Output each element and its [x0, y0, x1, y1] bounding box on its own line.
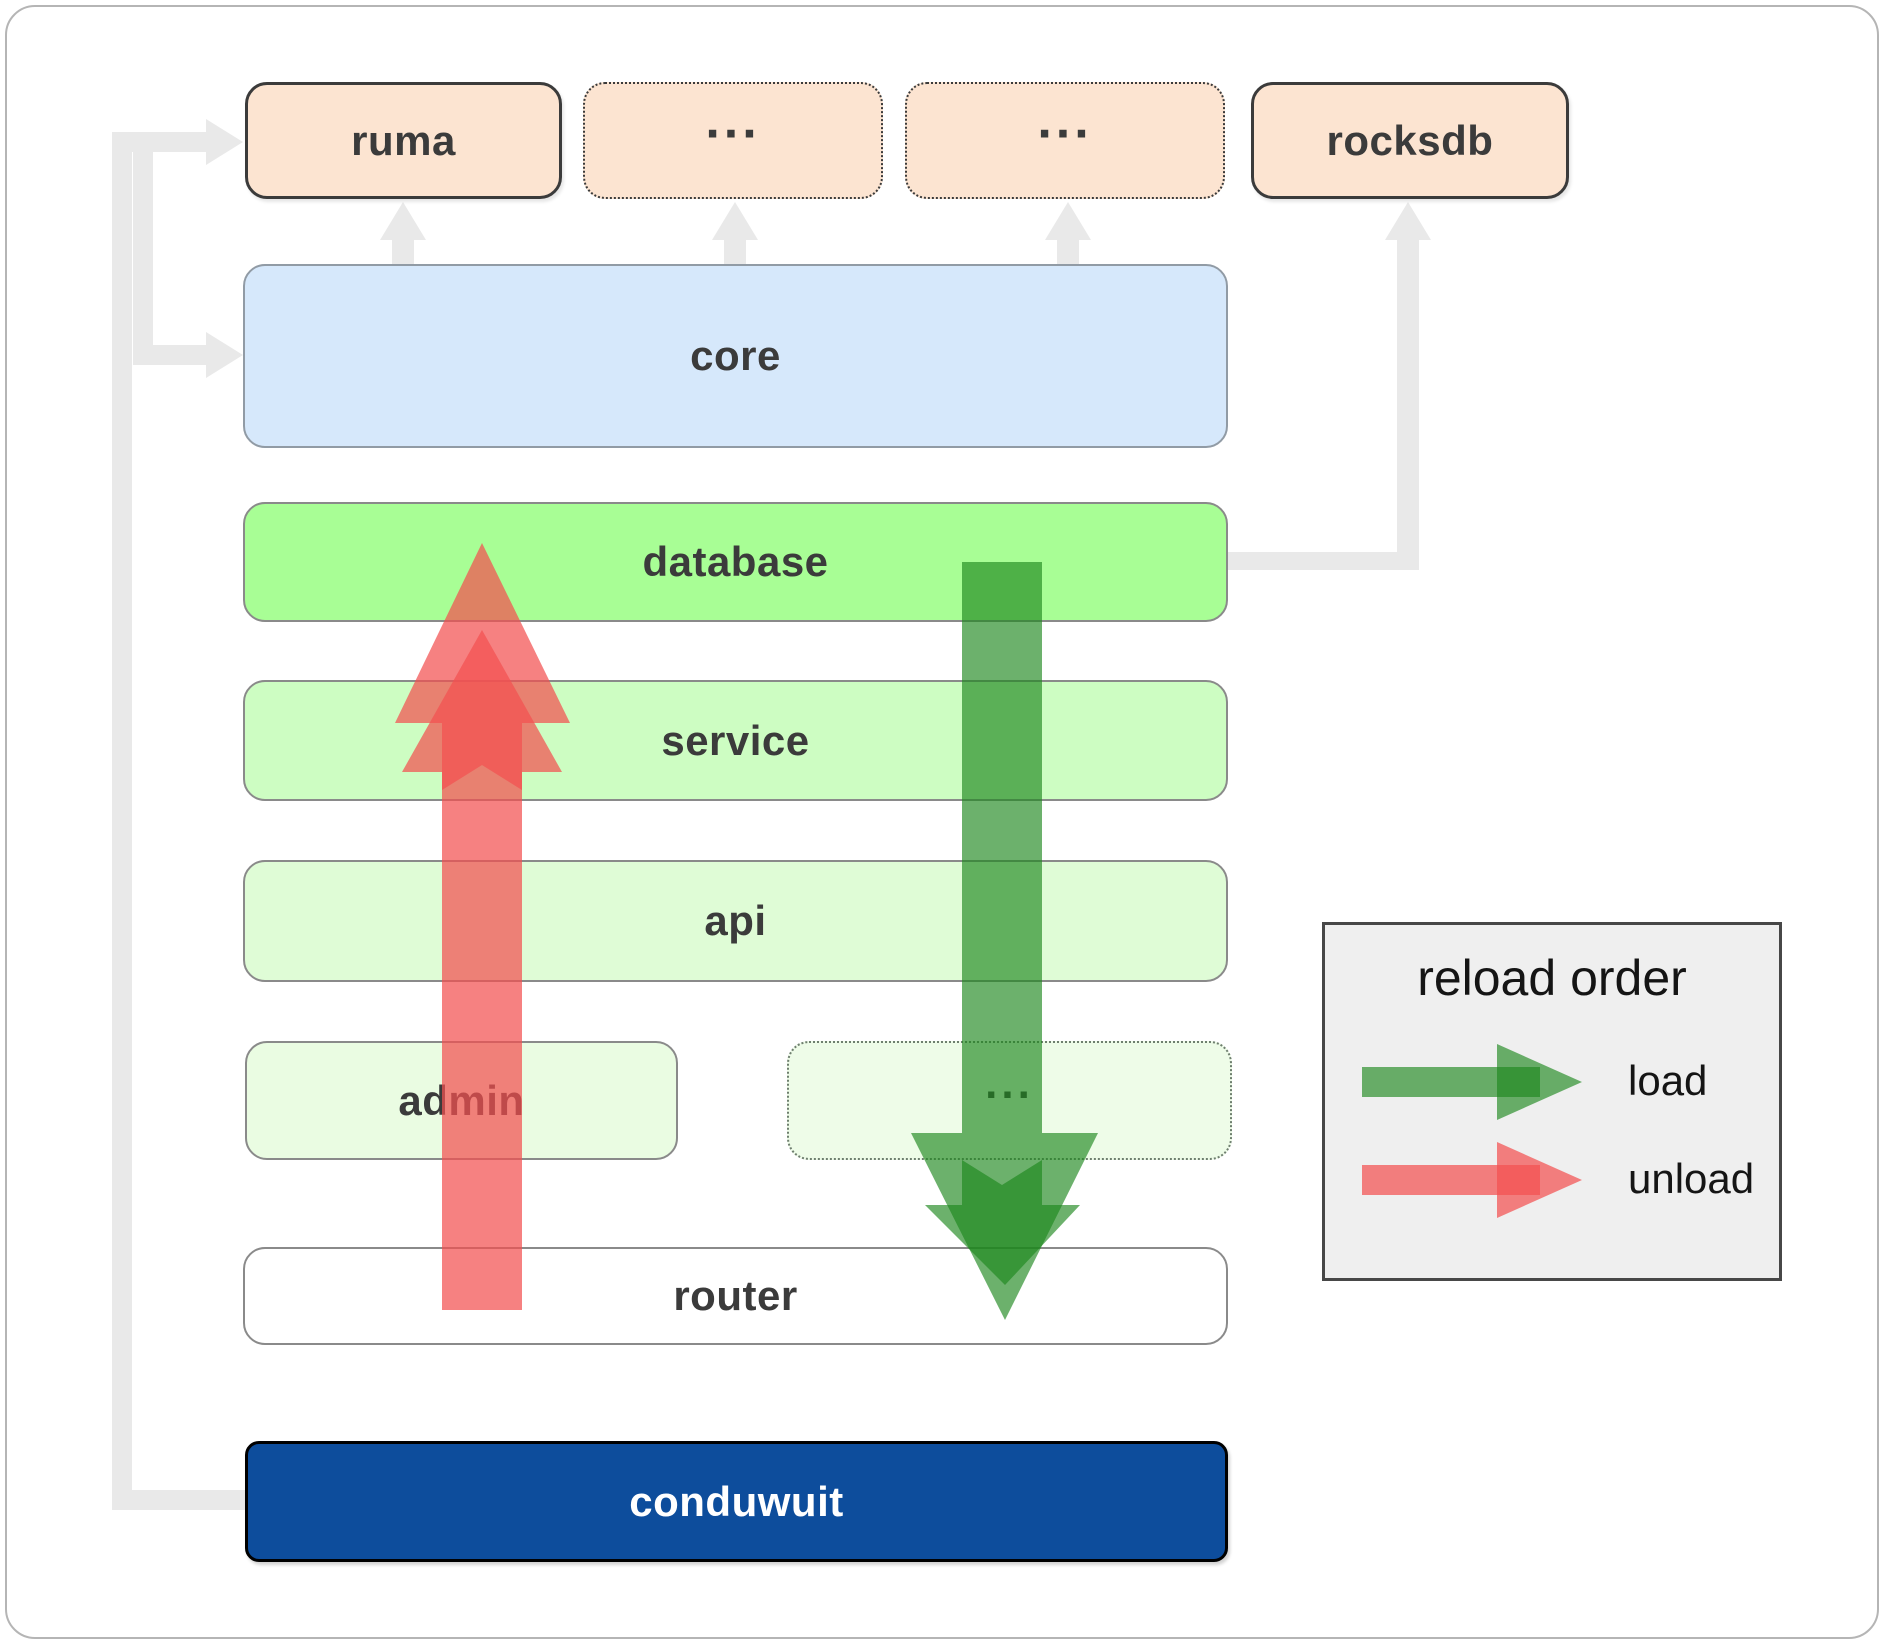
legend-box: reload order load unload: [1322, 922, 1782, 1281]
node-database: database: [243, 502, 1228, 622]
node-router-label: router: [673, 1272, 798, 1319]
node-api-label: api: [704, 897, 767, 944]
node-api: api: [243, 860, 1228, 982]
node-admin: admin: [245, 1041, 678, 1160]
node-ruma-label: ruma: [351, 116, 456, 164]
node-ellipsis-top-1-label: ...: [705, 91, 761, 150]
node-conduwuit-label: conduwuit: [629, 1477, 844, 1525]
node-core: core: [243, 264, 1228, 448]
node-core-label: core: [690, 332, 781, 379]
node-ellipsis-admin: ...: [787, 1041, 1232, 1160]
node-database-label: database: [642, 538, 829, 585]
node-service-label: service: [661, 716, 810, 764]
node-ellipsis-top-1: ...: [583, 82, 883, 199]
node-ruma: ruma: [245, 82, 562, 199]
node-ellipsis-admin-label: ...: [985, 1058, 1034, 1108]
node-service: service: [243, 680, 1228, 801]
legend-title: reload order: [1417, 950, 1687, 1006]
node-router: router: [243, 1247, 1228, 1345]
node-rocksdb-label: rocksdb: [1326, 116, 1494, 164]
node-ellipsis-top-2: ...: [905, 82, 1225, 199]
outer-frame: [5, 5, 1879, 1639]
node-admin-label: admin: [398, 1076, 525, 1124]
legend-unload-label: unload: [1628, 1155, 1755, 1202]
node-ellipsis-top-2-label: ...: [1037, 91, 1093, 150]
node-rocksdb: rocksdb: [1251, 82, 1569, 199]
node-conduwuit: conduwuit: [245, 1441, 1228, 1562]
legend-load-label: load: [1628, 1057, 1708, 1104]
